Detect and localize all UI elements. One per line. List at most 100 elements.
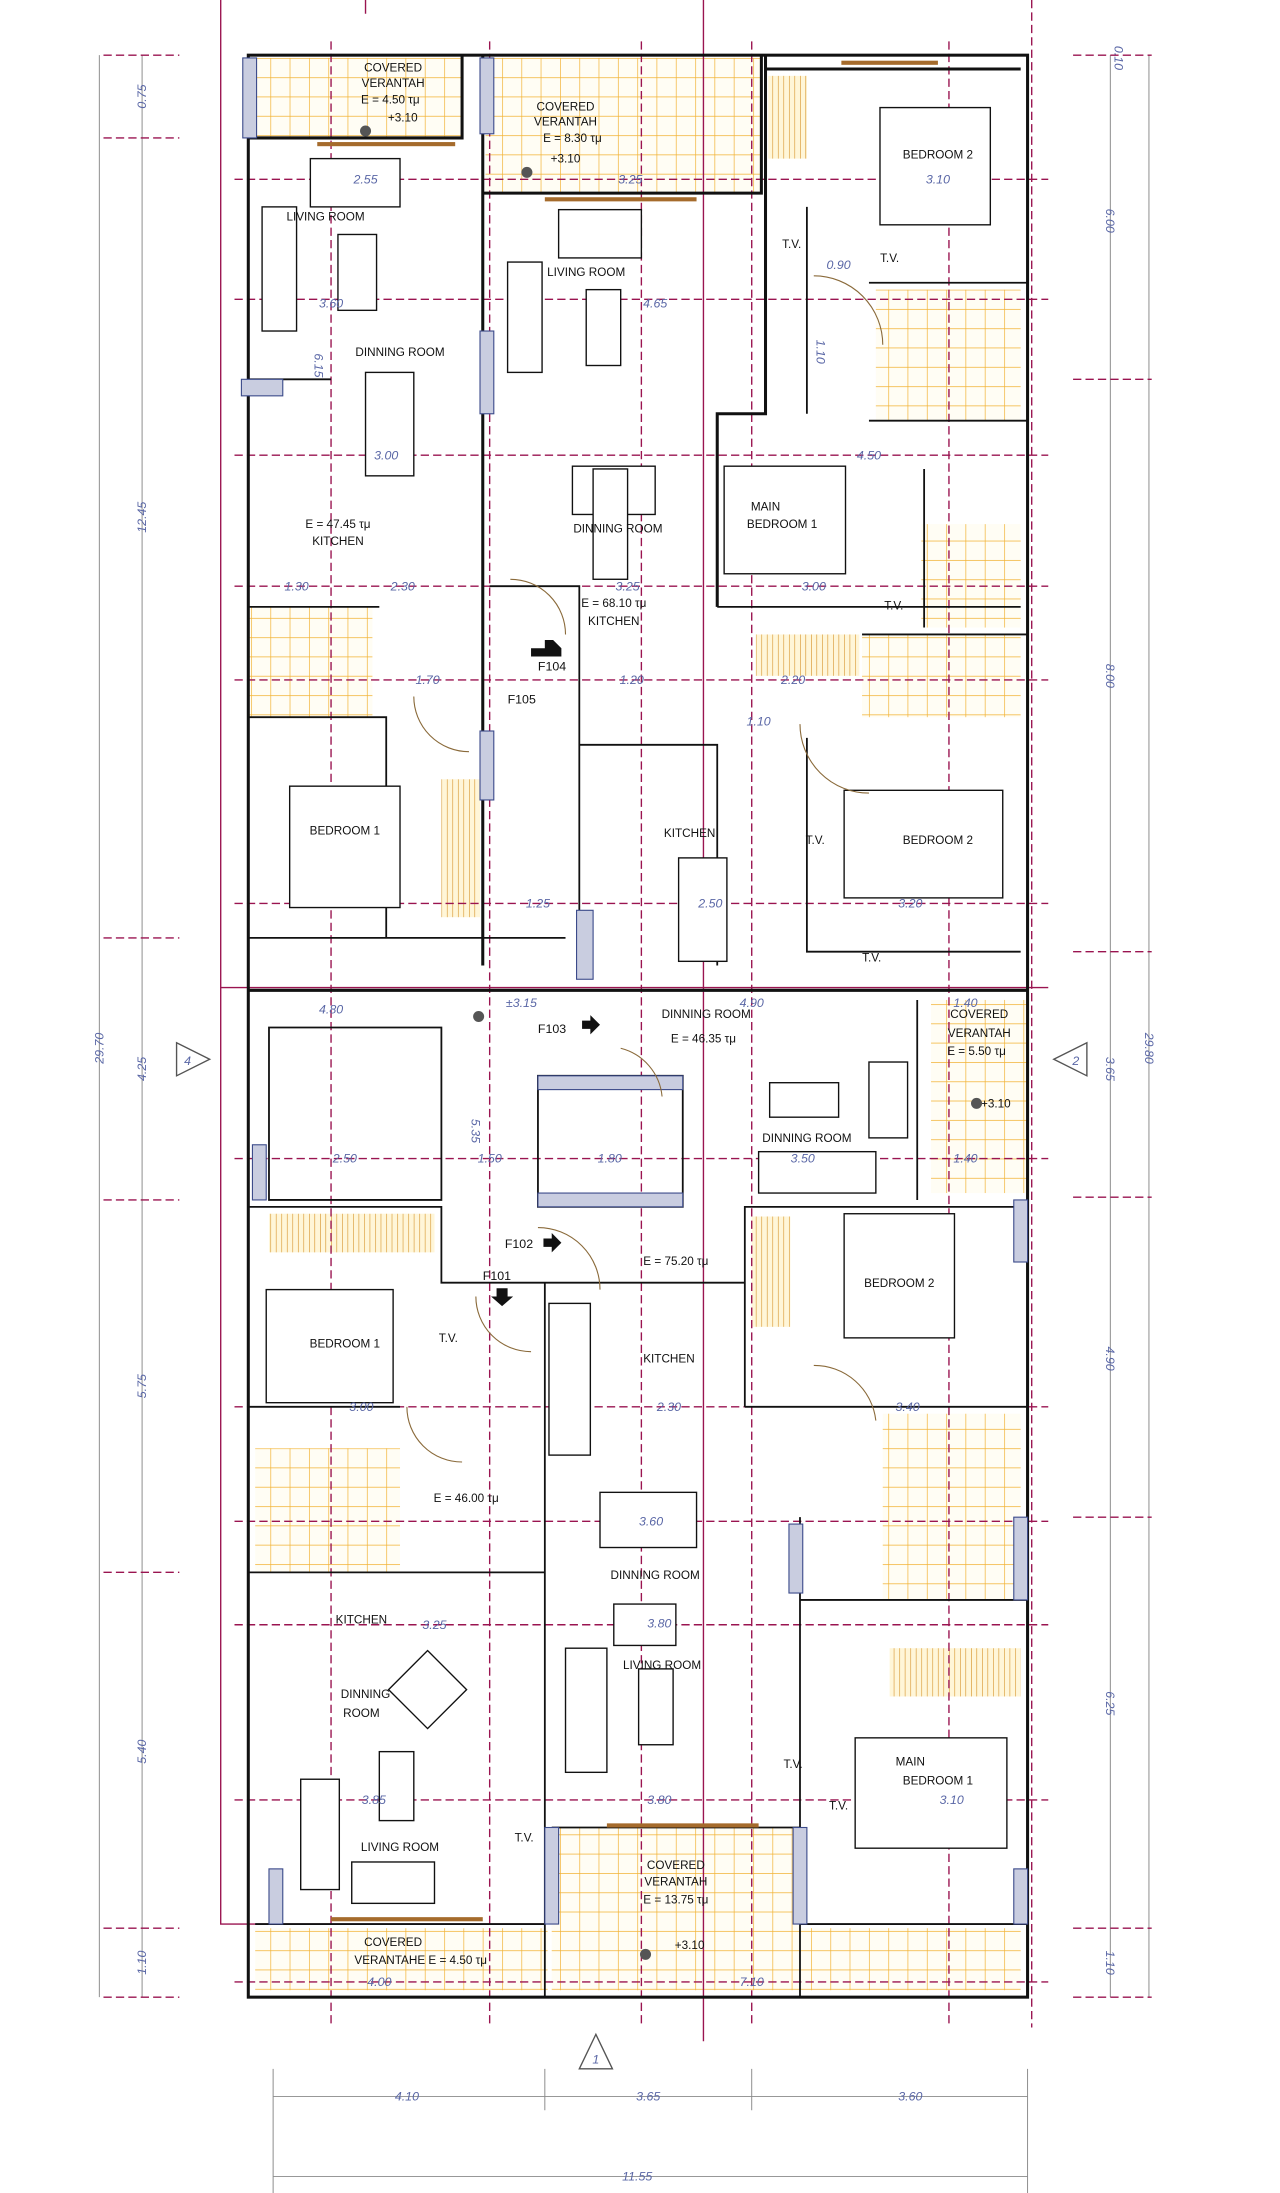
dim-interior: 3.60 [319, 297, 343, 311]
section-marker-2: 2 [1071, 1054, 1079, 1068]
room-label: KITCHEN [336, 1613, 387, 1626]
level-label: +3.10 [981, 1098, 1011, 1111]
level-marker-icon [360, 125, 372, 137]
dim-right: 3.65 [1103, 1057, 1117, 1081]
tv-label: T.V. [884, 600, 903, 613]
room-label: MAIN [896, 1755, 925, 1768]
room-label: BEDROOM 2 [903, 149, 973, 162]
level-label: +3.10 [388, 111, 418, 124]
dim-bottom: 3.60 [898, 2090, 922, 2104]
dim-interior: 1.10 [747, 714, 771, 728]
dim-interior: 1.25 [526, 897, 550, 911]
dim-interior: 3.25 [616, 579, 640, 593]
room-label: COVERED [647, 1859, 705, 1872]
room-label: COVERED [364, 1936, 422, 1949]
tv-labels: T.V. T.V. T.V. T.V. T.V. T.V. T.V. T.V. … [439, 238, 904, 1844]
dim-interior: 0.90 [827, 258, 851, 272]
room-label: DINNING ROOM [662, 1008, 751, 1021]
dim-interior: 5.35 [469, 1119, 483, 1143]
area-label: E = 4.50 τμ [361, 93, 420, 106]
exterior-dimensions: 0.75 12.45 4.25 5.75 5.40 1.10 29.70 0.1… [92, 46, 1155, 2184]
room-label: VERANTAH [362, 77, 425, 90]
room-label: DINNING ROOM [573, 522, 662, 535]
room-label: VERANTAH [534, 116, 597, 129]
door-arrow-icon [543, 1233, 562, 1253]
dim-left: 4.25 [135, 1057, 149, 1081]
level-label: +3.10 [551, 153, 581, 166]
room-label: LIVING ROOM [286, 211, 364, 224]
room-label: COVERED [364, 62, 422, 75]
tv-label: T.V. [782, 238, 801, 251]
dim-interior: 3.40 [895, 1400, 919, 1414]
dim-interior: 3.10 [926, 172, 950, 186]
dim-interior: 2.55 [352, 172, 377, 186]
room-label: LIVING ROOM [361, 1841, 439, 1854]
dim-interior: 2.50 [697, 897, 722, 911]
dim-right-total: 29.80 [1142, 1032, 1156, 1064]
dim-interior: 1.30 [284, 579, 308, 593]
dim-interior: 3.50 [791, 1152, 815, 1166]
room-label: BEDROOM 2 [864, 1277, 934, 1290]
dim-left: 5.75 [135, 1374, 149, 1398]
area-label: E = 68.10 τμ [581, 597, 646, 610]
room-label: BEDROOM 2 [903, 834, 973, 847]
section-marker-icon [1052, 1041, 1088, 1077]
room-label: BEDROOM 1 [310, 1338, 380, 1351]
dim-interior: 4.90 [740, 996, 764, 1010]
level-marker-icon [473, 1010, 485, 1023]
dim-interior: 1.70 [416, 673, 440, 687]
dim-bottom-total: 11.55 [622, 2170, 652, 2184]
room-label: ROOM [343, 1707, 379, 1720]
tv-label: T.V. [784, 1758, 803, 1771]
dim-left: 1.10 [135, 1950, 149, 1974]
dim-bottom: 4.10 [395, 2090, 419, 2104]
room-label: KITCHEN [643, 1353, 694, 1366]
dim-interior: 3.20 [898, 897, 922, 911]
dim-interior: 4.80 [319, 1003, 343, 1017]
dim-right: 8.00 [1103, 664, 1117, 688]
dim-interior: 4.65 [643, 297, 667, 311]
dim-interior: 2.30 [656, 1400, 681, 1414]
dim-interior: 4.50 [857, 448, 881, 462]
door-arrow-icon [582, 1015, 601, 1035]
furniture [261, 106, 1008, 1905]
tv-label: T.V. [829, 1800, 848, 1813]
dim-interior: 3.60 [639, 1514, 663, 1528]
dim-left: 0.75 [135, 84, 149, 108]
dim-interior: 3.10 [940, 1793, 964, 1807]
dim-interior: 3.80 [647, 1617, 671, 1631]
dim-interior: 1.40 [953, 996, 977, 1010]
room-label: LIVING ROOM [547, 266, 625, 279]
dim-right: 6.25 [1103, 1691, 1117, 1715]
structural-grid [220, 0, 1049, 2042]
room-label: BEDROOM 1 [747, 518, 817, 531]
door-tag-f103: F103 [538, 1022, 566, 1036]
dim-interior: 3.80 [647, 1793, 671, 1807]
room-labels: COVERED VERANTAH E = 4.50 τμ +3.10 COVER… [286, 62, 1011, 1967]
dim-interior: 3.00 [802, 579, 826, 593]
dimension-lines [98, 54, 1152, 2193]
door-arrow-icon [531, 639, 562, 657]
room-label: BEDROOM 1 [903, 1775, 973, 1788]
room-label: BEDROOM 1 [310, 824, 380, 837]
area-label: E = 47.45 τμ [305, 518, 370, 531]
tv-label: T.V. [806, 834, 825, 847]
area-label: VERANTAHE E = 4.50 τμ [354, 1954, 487, 1967]
door-tag-f105: F105 [508, 692, 536, 706]
dim-interior: 6.15 [311, 353, 325, 377]
door-tag-f102: F102 [505, 1237, 533, 1251]
dim-interior: 3.00 [349, 1400, 373, 1414]
tv-label: T.V. [880, 252, 899, 265]
dim-interior: 1.80 [598, 1152, 622, 1166]
dim-interior: 3.25 [422, 1618, 446, 1632]
room-label: COVERED [950, 1008, 1008, 1021]
area-label: E = 5.50 τμ [947, 1045, 1006, 1058]
walls [240, 53, 1030, 1999]
dim-interior: 1.50 [478, 1152, 502, 1166]
dim-interior: 4.00 [367, 1975, 391, 1989]
level-marker-icon [971, 1097, 983, 1109]
area-label: E = 13.75 τμ [643, 1893, 708, 1906]
room-label: KITCHEN [588, 615, 639, 628]
area-label: E = 46.35 τμ [671, 1033, 736, 1046]
section-marker-icon [175, 1041, 212, 1077]
